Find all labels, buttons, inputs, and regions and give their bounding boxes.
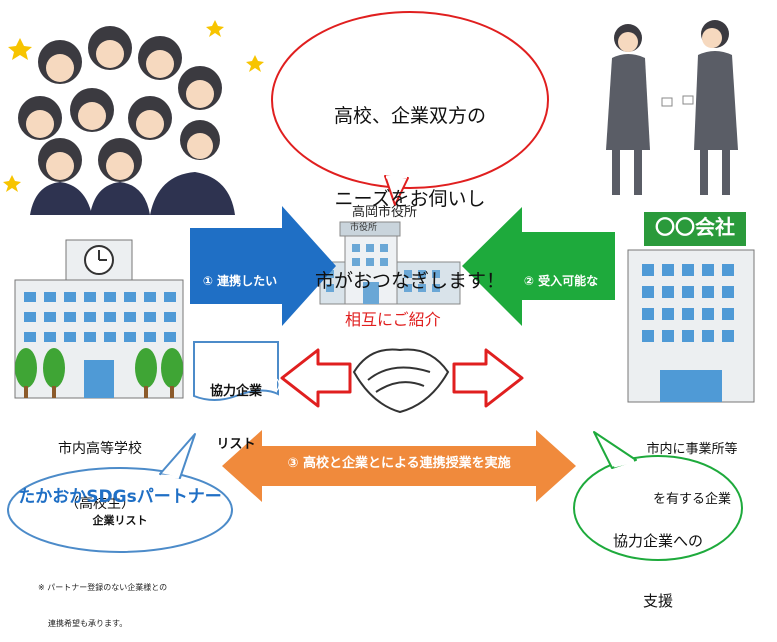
arrow-right-line-1: ② 受入可能な	[523, 273, 599, 288]
arrow-right-line-3: 等を提示	[536, 378, 585, 393]
arrow-right-text: ② 受入可能な 体験プログラム 等を提示	[506, 238, 616, 412]
company-label-line-1: 市内に事業所等	[646, 441, 738, 457]
coop-list-line-2: リスト	[216, 436, 256, 452]
school-label-line-1: 市内高等学校	[58, 441, 142, 458]
red-double-arrow-right	[452, 348, 524, 408]
city-hall-building-icon	[319, 221, 461, 305]
speech-line-1: 高校、企業双方の	[333, 105, 486, 128]
speech-line-3: 市がおつなぎします！	[314, 270, 505, 293]
business-people-illustration	[606, 20, 738, 195]
coop-list-line-1: 協力企業	[209, 384, 262, 400]
speech-line-2: ニーズをお伺いし	[334, 187, 486, 210]
blue-arrow	[190, 206, 336, 326]
coop-list-document	[193, 341, 279, 401]
orange-double-arrow	[222, 430, 576, 502]
sdgs-logo-text: たかおかSDGsパートナー	[18, 487, 222, 507]
coop-list-text: 協力企業 リスト	[196, 348, 276, 471]
company-label: 市内に事業所等 を有する企業	[622, 408, 762, 526]
sdgs-sub-text: 企業リスト	[92, 514, 148, 527]
school-building-icon	[14, 239, 184, 399]
sdgs-bubble	[7, 433, 233, 553]
company-label-line-2: を有する企業	[652, 492, 731, 508]
city-hall-sign: 市役所	[350, 223, 378, 233]
arrow-right-line-2: 体験プログラム	[519, 325, 603, 340]
note-line-1: ※ パートナー登録のない企業様との	[38, 583, 168, 592]
handshake-icon	[352, 348, 450, 414]
top-speech-bubble	[271, 11, 549, 206]
company-sign-text: 〇〇会社	[655, 215, 735, 239]
collab-class-text: ③ 高校と企業とによる連携授業を実施	[287, 456, 511, 471]
school-label-line-2: （高校生）	[65, 495, 135, 512]
arrow-left-text: ① 連携したい 企業を指名 （希望テーマも）	[192, 238, 288, 412]
note-line-2: 連携希望も承ります。	[48, 619, 128, 628]
note-text: ※ パートナー登録のない企業様との 連携希望も承ります。	[38, 558, 167, 642]
school-label: 市内高等学校 （高校生）	[20, 404, 180, 531]
students-illustration	[3, 20, 264, 215]
company-building-icon	[627, 212, 755, 403]
support-bubble	[573, 431, 743, 561]
support-text: 協力企業への 支援	[590, 490, 726, 632]
red-double-arrow	[280, 348, 352, 408]
green-arrow	[462, 207, 615, 326]
support-line-1: 協力企業への	[612, 531, 703, 550]
support-line-2: 支援	[642, 592, 673, 611]
mutual-intro-text: 相互にご紹介	[345, 310, 441, 329]
city-hall-label: 高岡市役所	[352, 205, 418, 220]
speech-text: 高校、企業双方の ニーズをお伺いし 市がおつなぎします！	[290, 48, 530, 323]
arrow-left-line-3: （希望テーマも）	[192, 378, 289, 393]
arrow-left-line-2: 企業を指名	[209, 325, 270, 340]
diagram-canvas	[3, 11, 755, 561]
arrow-left-line-1: ① 連携したい	[202, 273, 278, 288]
